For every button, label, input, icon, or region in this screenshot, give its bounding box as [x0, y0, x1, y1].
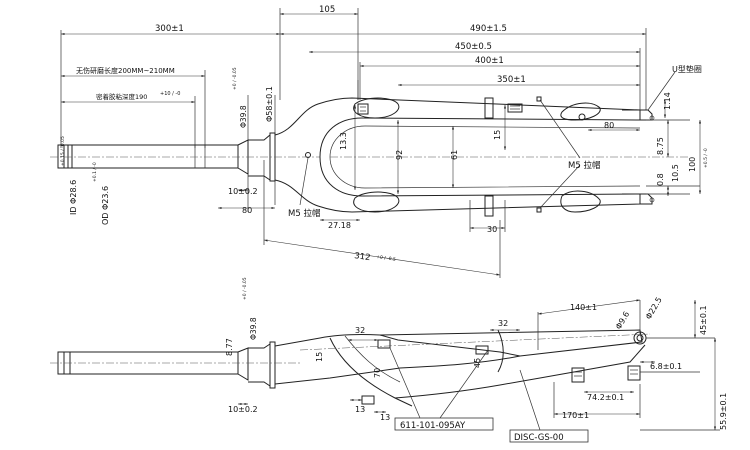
- dim-22-5-label: Φ22.5: [644, 296, 664, 321]
- dim-45b-label: 45±0.1: [699, 305, 708, 335]
- dim-30-label: 30: [487, 225, 497, 234]
- part-number-box: [394, 417, 494, 431]
- dim-45-label: 45: [473, 358, 482, 368]
- side-view: 32 32 15 70 45 140±1 Φ9.6 Φ22.5 45±0.1 5…: [50, 277, 728, 443]
- dim-10-side-label: 10±0.2: [228, 405, 258, 414]
- od-tol-label: +0.1 / -0: [92, 162, 98, 182]
- dim-80-right-label: 80: [604, 121, 614, 130]
- dim-100-label: 100: [688, 157, 697, 172]
- dia-39-8-side-label: Φ39.8: [249, 317, 258, 340]
- dim-6-8-label: 6.8±0.1: [650, 362, 682, 371]
- cut-length-label: 无伤研磨长度200MM~210MM: [76, 66, 175, 75]
- dim-27-18-label: 27.18: [328, 221, 351, 230]
- dim-13-3-label: 13.3: [339, 132, 348, 150]
- disc-number-label: DISC-GS-00: [514, 433, 564, 443]
- id-label: ID Φ28.6: [69, 180, 78, 215]
- dim-55-9-label: 55.9±0.1: [719, 393, 728, 430]
- dim-1-14-label: 1.14: [663, 92, 672, 110]
- dim-32a-label: 32: [355, 326, 365, 335]
- dim-312-tol-label: +0 / -0.5: [376, 254, 397, 263]
- dim-140-label: 140±1: [570, 303, 597, 312]
- dim-74-2-label: 74.2±0.1: [587, 393, 624, 402]
- dim-400-label: 400±1: [475, 56, 504, 66]
- dim-32b-label: 32: [498, 319, 508, 328]
- dim-10-label: 10±0.2: [228, 187, 258, 196]
- dim-490-label: 490±1.5: [470, 24, 507, 34]
- m5-left-label: M5 拉帽: [288, 208, 320, 219]
- dim-9-6-label: Φ9.6: [614, 310, 631, 331]
- dim-13b-label: 13: [380, 413, 390, 422]
- dim-92-label: 92: [395, 150, 404, 160]
- dim-15-label: 15: [493, 130, 502, 140]
- u-washer-label: U型垫圈: [672, 64, 702, 74]
- top-view: 105 490±1.5 300±1 450±0.5 400±1 350±1 无伤…: [50, 5, 709, 278]
- dim-300-label: 300±1: [155, 24, 184, 34]
- dim-13a-label: 13: [355, 405, 365, 414]
- dia-39-8-tol-label: +0 / -0.05: [232, 67, 238, 90]
- od-label: OD Φ23.6: [101, 186, 110, 225]
- dim-0-8-label: 0.8: [656, 173, 665, 186]
- dim-100-tol-label: +0.5 / -0: [703, 148, 709, 168]
- dim-105-label: 105: [319, 5, 335, 15]
- id-tol-label: +0.15 / -0.05: [60, 136, 66, 166]
- dim-170-label: 170±1: [562, 411, 589, 420]
- dia-39-8-label: Φ39.8: [239, 105, 248, 128]
- part-number-label: 611-101-095AY: [400, 421, 466, 431]
- dia-39-8-side-tol-label: +0 / -0.05: [242, 277, 248, 300]
- dim-70-label: 70: [373, 368, 382, 378]
- dim-450-label: 450±0.5: [455, 42, 492, 52]
- dim-350-label: 350±1: [497, 75, 526, 85]
- m5-right-label: M5 拉帽: [568, 160, 600, 171]
- dim-8-77-label: 8.77: [225, 338, 234, 356]
- dim-80-left-label: 80: [242, 206, 252, 215]
- dim-8-75-label: 8.75: [656, 137, 665, 155]
- dia-58-label: Φ58±0.1: [265, 86, 274, 122]
- bond-tol-label: +10 / -0: [160, 91, 180, 97]
- dim-61-label: 61: [450, 150, 459, 160]
- dim-10-5-label: 10.5: [671, 164, 680, 182]
- bond-length-label: 密着胶粘深度190: [96, 92, 147, 101]
- dim-15-side-label: 15: [315, 352, 324, 362]
- dim-312-label: 312: [354, 251, 371, 263]
- disc-number-box: [509, 429, 589, 443]
